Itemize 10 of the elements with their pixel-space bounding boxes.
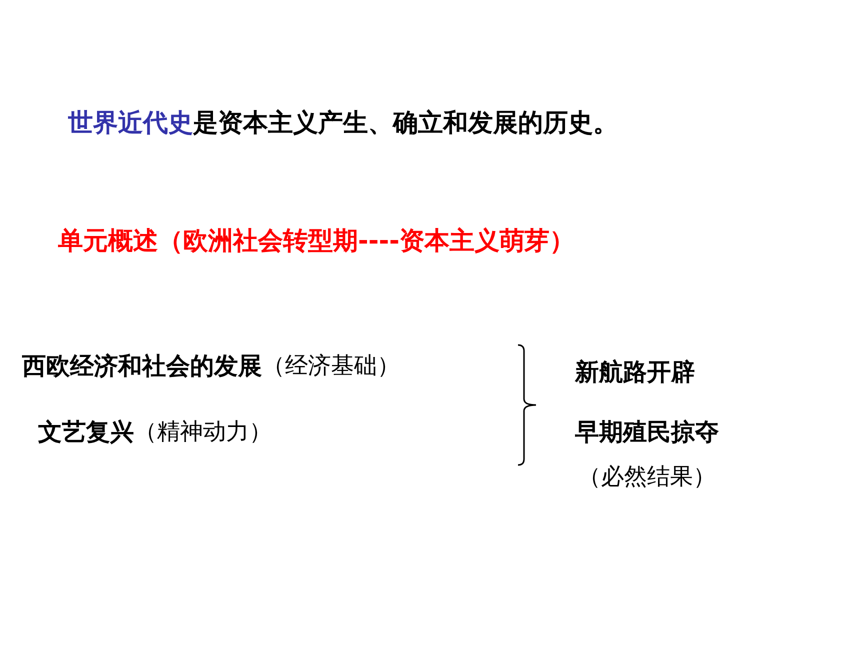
note-text: （经济基础） (262, 352, 400, 380)
subheading-text: 单元概述（欧洲社会转型期----资本主义萌芽） (58, 226, 575, 256)
topic-text: 新航路开辟 (575, 358, 695, 387)
topic-text: 早期殖民掠夺 (575, 418, 719, 447)
note-text: （必然结果） (578, 464, 716, 492)
topic-text: 文艺复兴 (38, 418, 134, 447)
topic-text: 西欧经济和社会的发展 (22, 352, 262, 381)
note-text: （精神动力） (134, 418, 272, 446)
heading-text: 是资本主义产生、确立和发展的历史。 (193, 108, 618, 138)
heading-text: 世界近代史 (68, 108, 193, 138)
